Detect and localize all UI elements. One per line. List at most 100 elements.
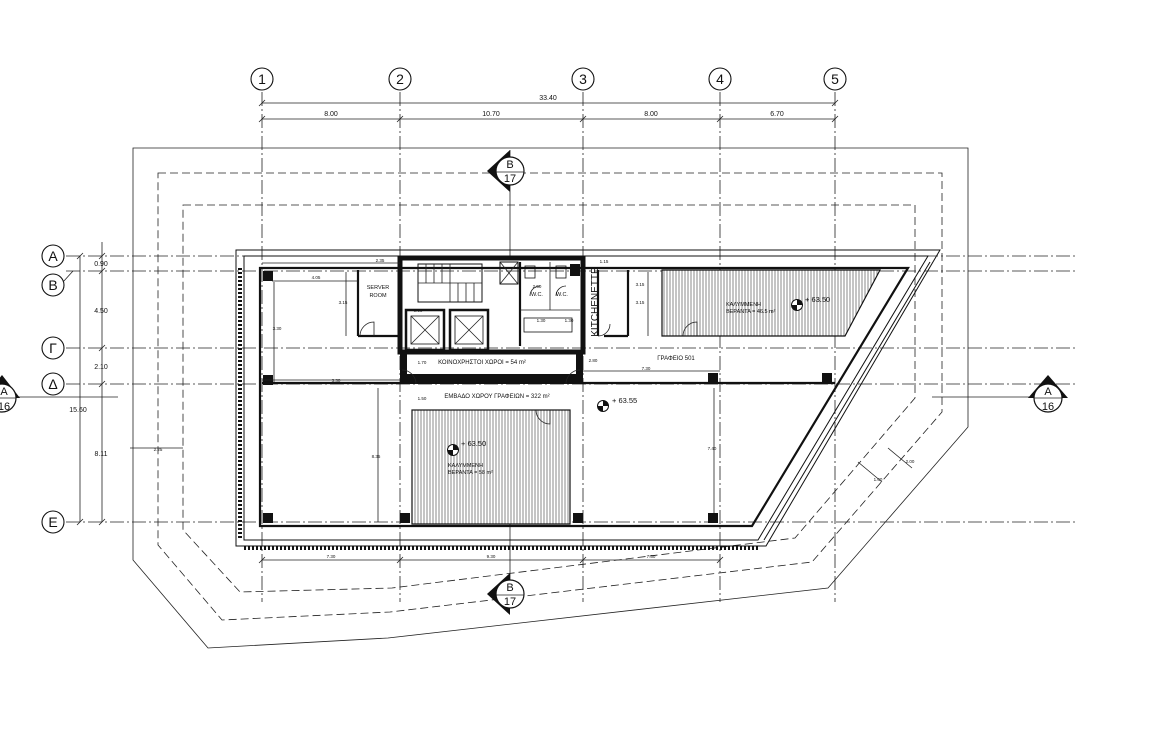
svg-text:16: 16 <box>0 401 10 413</box>
wc-block <box>518 262 580 346</box>
wc-label-2: W.C. <box>556 292 568 298</box>
svg-text:2.35: 2.35 <box>376 258 385 263</box>
svg-text:1.30: 1.30 <box>537 318 546 323</box>
svg-text:1.00: 1.00 <box>874 477 883 482</box>
svg-text:15.60: 15.60 <box>69 407 87 414</box>
section-marker-bottom: Β 17 <box>487 470 525 615</box>
grid-bubble-row-d: Δ <box>41 372 65 396</box>
section-marker-right: Α 16 <box>932 375 1068 413</box>
kitchenette-label: KITCHENETTE <box>590 267 601 337</box>
svg-text:3: 3 <box>579 71 587 87</box>
interior-dimensions: 2.35 4.05 3.15 3.30 3.30 2.25 3.15 3.15 … <box>130 258 915 483</box>
svg-text:7.30: 7.30 <box>647 554 656 559</box>
svg-text:4: 4 <box>716 71 724 87</box>
section-marker-top: Β 17 <box>487 150 525 260</box>
svg-text:3.30: 3.30 <box>273 326 282 331</box>
grid-bubble-row-b: Β <box>41 270 74 297</box>
svg-text:17: 17 <box>504 173 516 185</box>
level-marker-office: + 63.55 <box>597 396 637 412</box>
svg-text:1.50: 1.50 <box>418 396 427 401</box>
veranda-top-label-1: ΚΑΛΥΜΜΕΝΗ <box>726 302 761 308</box>
dimension-top: 33.40 8.00 10.70 8.00 6.70 <box>258 95 839 123</box>
svg-text:1: 1 <box>258 71 266 87</box>
svg-text:Β: Β <box>506 159 513 171</box>
svg-text:Α: Α <box>48 248 58 264</box>
section-marker-left: Α 16 <box>0 375 118 413</box>
svg-text:+ 63.50: + 63.50 <box>805 295 830 304</box>
doors <box>359 285 698 425</box>
svg-text:2.50: 2.50 <box>533 284 542 289</box>
dimension-bottom: 7.30 9.30 7.30 <box>258 554 724 564</box>
exterior-wall <box>258 266 910 528</box>
veranda-bottom-label-2: ΒΕΡΑΝΤΑ = 58 m² <box>448 470 493 476</box>
veranda-top-label-2: ΒΕΡΑΝΤΑ = 46.5 m² <box>726 309 776 315</box>
elevator-left <box>404 308 446 352</box>
svg-text:8.35: 8.35 <box>372 454 381 459</box>
svg-text:Δ: Δ <box>48 376 57 392</box>
server-room-label: SERVER <box>367 285 390 291</box>
svg-text:16: 16 <box>1042 401 1054 413</box>
svg-text:10.70: 10.70 <box>482 111 500 118</box>
grid-bubble-row-g: Γ <box>41 336 65 360</box>
common-areas-label: ΚΟΙΝΟΧΡΗΣΤΟΙ ΧΩΡΟΙ = 54 m² <box>438 360 526 366</box>
svg-text:Β: Β <box>506 582 513 594</box>
svg-text:8.00: 8.00 <box>324 111 338 118</box>
interior-walls <box>262 270 835 522</box>
svg-text:9.30: 9.30 <box>487 554 496 559</box>
svg-text:+ 63.55: + 63.55 <box>612 396 637 405</box>
svg-text:2.25: 2.25 <box>154 447 163 452</box>
svg-text:2.80: 2.80 <box>589 358 598 363</box>
svg-text:17: 17 <box>504 596 516 608</box>
svg-text:4.05: 4.05 <box>312 275 321 280</box>
svg-text:0.90: 0.90 <box>414 308 423 313</box>
svg-text:1.30: 1.30 <box>565 318 574 323</box>
svg-text:0.90: 0.90 <box>94 261 108 268</box>
wc-label-1: W.C. <box>531 292 543 298</box>
svg-text:8.11: 8.11 <box>94 451 107 458</box>
shaft <box>499 261 519 285</box>
grid-bubble-1: 1 <box>250 67 274 91</box>
grid-bubble-row-a: Α <box>41 244 65 268</box>
svg-text:6.70: 6.70 <box>770 111 784 118</box>
grid-bubble-3: 3 <box>571 67 595 91</box>
svg-text:4.50: 4.50 <box>94 308 108 315</box>
svg-text:7.30: 7.30 <box>642 366 651 371</box>
level-marker-top-veranda: + 63.50 <box>791 295 830 311</box>
svg-text:8.00: 8.00 <box>644 111 658 118</box>
svg-text:Α: Α <box>1044 386 1052 398</box>
server-room-label-2: ROOM <box>369 293 387 299</box>
svg-text:33.40: 33.40 <box>539 95 557 102</box>
svg-text:2.00: 2.00 <box>906 459 915 464</box>
svg-text:7.30: 7.30 <box>327 554 336 559</box>
veranda-top <box>661 269 881 337</box>
elevator-right <box>448 308 490 352</box>
svg-text:Β: Β <box>48 277 57 293</box>
svg-text:+ 63.50: + 63.50 <box>461 439 486 448</box>
level-marker-bottom-veranda: + 63.50 <box>447 439 486 456</box>
office-label: ΓΡΑΦΕΙΟ 501 <box>657 356 695 362</box>
grid-bubble-5: 5 <box>823 67 847 91</box>
slab-edge <box>235 249 941 547</box>
plot-boundary <box>132 147 969 649</box>
svg-text:5: 5 <box>831 71 839 87</box>
grid-bubble-2: 2 <box>388 67 412 91</box>
office-area-label: ΕΜΒΑΔΟ ΧΩΡΟΥ ΓΡΑΦΕΙΩΝ = 322 m² <box>444 394 549 400</box>
veranda-bottom <box>411 409 571 525</box>
svg-text:3.15: 3.15 <box>636 282 645 287</box>
core <box>397 255 586 384</box>
svg-text:2: 2 <box>396 71 404 87</box>
grid-bubble-row-e: Ε <box>41 510 65 534</box>
grid-bubble-4: 4 <box>708 67 732 91</box>
dimension-left: 15.60 0.90 4.50 2.10 8.11 <box>69 242 108 526</box>
setback-line-inner <box>182 204 916 593</box>
setback-line-outer <box>157 172 943 621</box>
veranda-bottom-label-1: ΚΑΛΥΜΜΕΝΗ <box>448 463 483 469</box>
svg-text:2.10: 2.10 <box>94 364 108 371</box>
svg-text:1.15: 1.15 <box>600 259 609 264</box>
railing-slant <box>763 261 931 541</box>
svg-text:1.70: 1.70 <box>418 360 427 365</box>
svg-text:3.30: 3.30 <box>332 378 341 383</box>
staircase <box>417 263 483 303</box>
svg-text:Ε: Ε <box>48 514 57 530</box>
